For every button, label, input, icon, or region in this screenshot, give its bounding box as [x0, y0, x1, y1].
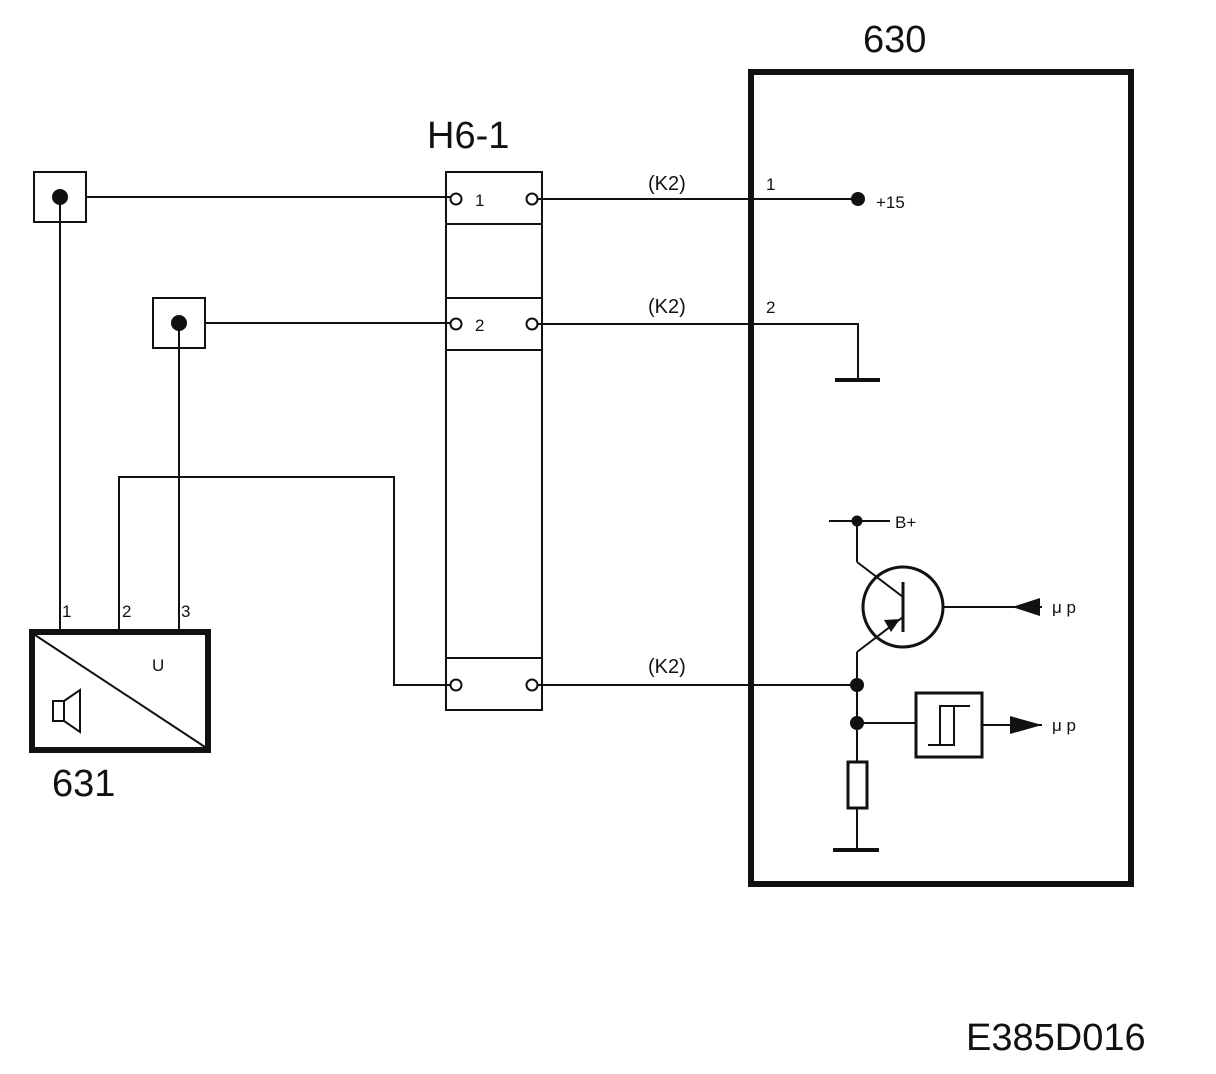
schmitt-trigger-icon	[914, 691, 984, 759]
ecu-pin-1-label: 1	[766, 175, 775, 194]
siren-pin-3-label: 3	[181, 602, 190, 621]
ecu-630-label: 630	[863, 19, 926, 61]
siren-pin-1-label: 1	[62, 602, 71, 621]
resistor-icon	[846, 760, 869, 810]
bplus-label: B+	[895, 513, 916, 532]
figure-code: E385D016	[966, 1017, 1146, 1059]
transistor-icon	[856, 561, 945, 653]
connector-h6-1-label: H6-1	[427, 115, 509, 157]
connector-pin-circle	[449, 192, 463, 206]
junction-dot	[850, 678, 864, 692]
connector-h6-1-body	[445, 171, 543, 711]
ecu-pin-2-label: 2	[766, 298, 775, 317]
connector-pin-circle	[449, 317, 463, 331]
supply-label: +15	[876, 193, 905, 212]
supply-dot	[851, 192, 865, 206]
connector-pin-circle	[525, 678, 539, 692]
uc-output-label: μ p	[1052, 716, 1076, 735]
uc-input-label: μ p	[1052, 598, 1076, 617]
connector-pin-circle	[525, 192, 539, 206]
ecu-630-box	[748, 69, 1134, 887]
speaker-icon	[52, 688, 81, 734]
connector-pin-circle	[449, 678, 463, 692]
siren-pin-2-label: 2	[122, 602, 131, 621]
wire-k2-3-label: (K2)	[648, 656, 686, 678]
connector-pin-circle	[525, 317, 539, 331]
wire-k2-2-label: (K2)	[648, 296, 686, 318]
arrow-icon	[1012, 598, 1040, 616]
siren-631-label: 631	[52, 763, 115, 805]
arrow-icon	[1010, 716, 1042, 734]
wire-siren-pin2	[118, 476, 450, 686]
connector-pin-2-label: 2	[475, 316, 484, 335]
connector-pin-1-label: 1	[475, 191, 484, 210]
siren-symbol-label: U	[152, 656, 164, 675]
wire-k2-2	[538, 323, 859, 380]
wire-k2-1-label: (K2)	[648, 173, 686, 195]
siren-diagonal	[34, 634, 206, 748]
